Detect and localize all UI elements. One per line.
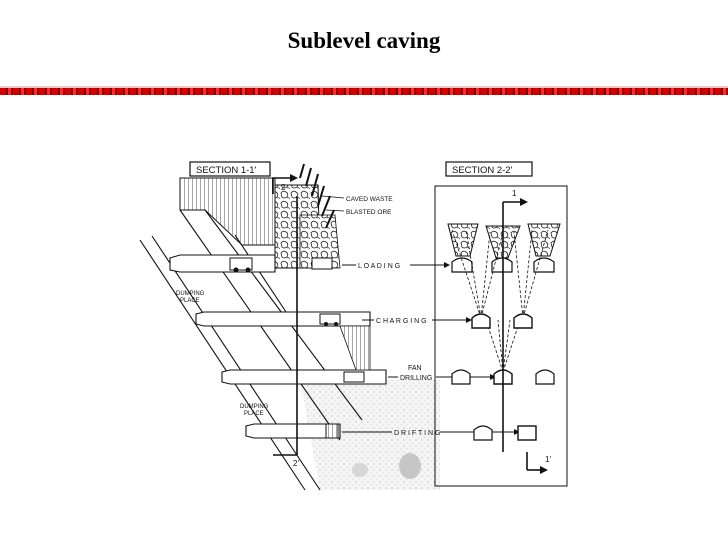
- drilling-label: DRILLING: [400, 375, 432, 382]
- charging-label: C H A R G I N G: [376, 318, 427, 325]
- drift-face-support: [325, 423, 339, 439]
- drift-loading: [169, 254, 276, 273]
- overburden-hatch: [179, 177, 276, 246]
- marker-1-bottom: 1': [545, 455, 551, 464]
- rock-funnel-right: [527, 223, 561, 257]
- rock-funnel-left: [447, 223, 479, 257]
- charging-vehicle: [319, 313, 341, 325]
- title-rule-highlight: [0, 86, 728, 88]
- section-2-2-label-box: [445, 161, 533, 177]
- loader-machine: [229, 257, 253, 271]
- drifting-label: D R I F T I N G: [394, 430, 440, 437]
- section-2-2-group: SECTION 2-2': [434, 161, 568, 487]
- marker-2-bottom: 2': [293, 459, 299, 468]
- caved-waste-label: CAVED WASTE: [346, 196, 393, 203]
- ore-block-hatch: [339, 325, 371, 371]
- title-divider-rule: [0, 88, 728, 95]
- loading-label: L O A D I N G: [358, 263, 400, 270]
- fan-label: FAN: [408, 365, 422, 372]
- drift-drifting: [245, 423, 341, 439]
- section-2-2-frame: [434, 185, 568, 487]
- marker-1-top: 1: [512, 189, 517, 198]
- section-1-1-group: SECTION 1-1': [139, 161, 440, 491]
- shadow-blob: [399, 453, 421, 479]
- marker-2-top: 2: [281, 183, 286, 192]
- fracture-streaks: [299, 163, 335, 229]
- drift-charging: [195, 311, 371, 327]
- slide-title: Sublevel caving: [287, 28, 441, 53]
- section-1-1-label: SECTION 1-1': [196, 165, 257, 176]
- blasted-ore-label: BLASTED ORE: [346, 209, 392, 216]
- section-1-1-cut-line: [502, 201, 540, 471]
- section-1-1-label-box: [189, 161, 271, 177]
- shadow-blob-2: [352, 463, 368, 477]
- section-2-2-label: SECTION 2-2': [452, 165, 513, 176]
- drilling-rig: [343, 371, 365, 383]
- section-2-2-cut-line: [272, 177, 298, 456]
- section-arrow-top: [290, 174, 298, 182]
- operation-labels: L O A D I N G C H A R G I N G FAN DRILLI…: [342, 262, 520, 437]
